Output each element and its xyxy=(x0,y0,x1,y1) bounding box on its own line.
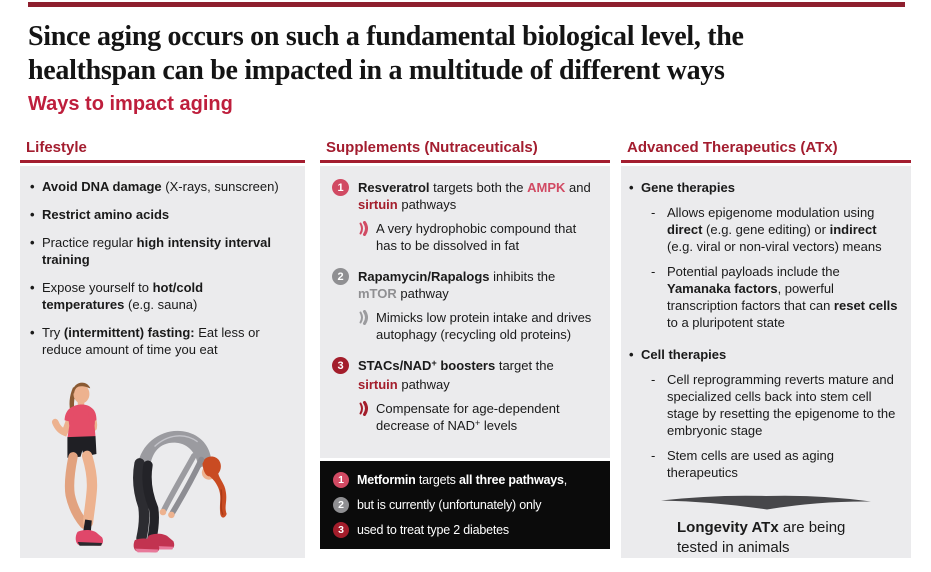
list-item: Cell reprogramming reverts mature and sp… xyxy=(651,371,905,439)
stretching-figure xyxy=(133,430,227,553)
supplement-item-text: Rapamycin/Rapalogs inhibits the mTOR pat… xyxy=(358,269,556,301)
supplement-subnote-3: Compensate for age-dependent decrease of… xyxy=(359,400,598,436)
lifestyle-header: Lifestyle xyxy=(26,139,87,156)
lifestyle-bullet-list: Avoid DNA damage (X-rays, sunscreen) Res… xyxy=(29,178,295,358)
list-item: Allows epigenome modulation using direct… xyxy=(651,204,905,255)
metformin-row-text: Metformin targets all three pathways, xyxy=(357,473,568,487)
number-badge-1: 1 xyxy=(332,179,349,196)
page-subtitle: Ways to impact aging xyxy=(28,93,233,115)
list-item: Practice regular high intensity interval… xyxy=(29,234,282,268)
list-item: Potential payloads include the Yamanaka … xyxy=(651,263,905,331)
metformin-row-text: but is currently (unfortunately) only xyxy=(357,498,542,512)
gene-therapies-group: Gene therapies Allows epigenome modulati… xyxy=(629,179,903,331)
supplement-subnote-text: Mimicks low protein intake and drives au… xyxy=(376,310,592,342)
atx-header: Advanced Therapeutics (ATx) xyxy=(627,139,838,156)
metformin-row-3: 3 used to treat type 2 diabetes xyxy=(333,522,602,538)
runner-figure xyxy=(51,382,104,546)
number-badge-2: 2 xyxy=(333,497,349,513)
supplements-header-rule xyxy=(320,160,610,163)
list-item: Expose yourself to hot/cold temperatures… xyxy=(29,279,282,313)
supplement-item-text: STACs/NAD+ boosters target the sirtuin p… xyxy=(358,358,554,392)
list-item: Try (intermittent) fasting: Eat less or … xyxy=(29,324,282,358)
lifestyle-header-rule xyxy=(20,160,305,163)
page-title: Since aging occurs on such a fundamental… xyxy=(28,20,918,88)
atx-footer-note: Longevity ATx are being tested in animal… xyxy=(677,519,846,556)
supplement-item-2: 2 Rapamycin/Rapalogs inhibits the mTOR p… xyxy=(332,268,598,302)
lifestyle-panel: Avoid DNA damage (X-rays, sunscreen) Res… xyxy=(20,166,305,558)
exercise-illustration xyxy=(51,382,227,553)
list-item: Restrict amino acids xyxy=(29,206,282,223)
atx-panel: Gene therapies Allows epigenome modulati… xyxy=(621,166,911,558)
list-item: Avoid DNA damage (X-rays, sunscreen) xyxy=(29,178,282,195)
supplements-panel: 1 Resveratrol targets both the AMPK and … xyxy=(320,166,610,458)
lifestyle-column: Lifestyle Avoid DNA damage (X-rays, suns… xyxy=(20,140,305,558)
double-chevron-icon xyxy=(359,401,369,421)
number-badge-3: 3 xyxy=(333,522,349,538)
number-badge-2: 2 xyxy=(332,268,349,285)
top-accent-bar xyxy=(28,2,905,7)
supplement-subnote-text: Compensate for age-dependent decrease of… xyxy=(376,401,560,433)
supplements-header: Supplements (Nutraceuticals) xyxy=(326,139,538,156)
swoosh-divider xyxy=(661,495,871,510)
metformin-box: 1 Metformin targets all three pathways, … xyxy=(320,461,610,549)
supplement-item-text: Resveratrol targets both the AMPK and si… xyxy=(358,180,591,212)
double-chevron-icon xyxy=(359,310,369,330)
metformin-row-2: 2 but is currently (unfortunately) only xyxy=(333,497,602,513)
supplement-subnote-1: A very hydrophobic compound that has to … xyxy=(359,220,598,254)
title-line-1: Since aging occurs on such a fundamental… xyxy=(28,21,744,52)
supplement-subnote-text: A very hydrophobic compound that has to … xyxy=(376,221,577,253)
supplement-item-1: 1 Resveratrol targets both the AMPK and … xyxy=(332,179,598,213)
number-badge-3: 3 xyxy=(332,357,349,374)
atx-header-rule xyxy=(621,160,911,163)
list-item: Stem cells are used as aging therapeutic… xyxy=(651,447,905,481)
cell-therapies-group: Cell therapies Cell reprogramming revert… xyxy=(629,346,903,481)
double-chevron-icon xyxy=(359,221,369,241)
supplements-column: Supplements (Nutraceuticals) 1 Resveratr… xyxy=(320,140,610,549)
supplement-subnote-2: Mimicks low protein intake and drives au… xyxy=(359,309,598,343)
title-line-2: healthspan can be impacted in a multitud… xyxy=(28,55,725,86)
supplement-item-3: 3 STACs/NAD+ boosters target the sirtuin… xyxy=(332,357,598,393)
group-title: Gene therapies xyxy=(629,179,903,196)
number-badge-1: 1 xyxy=(333,472,349,488)
atx-column: Advanced Therapeutics (ATx) Gene therapi… xyxy=(621,140,911,558)
metformin-row-1: 1 Metformin targets all three pathways, xyxy=(333,472,602,488)
group-title: Cell therapies xyxy=(629,346,903,363)
metformin-row-text: used to treat type 2 diabetes xyxy=(357,523,509,537)
